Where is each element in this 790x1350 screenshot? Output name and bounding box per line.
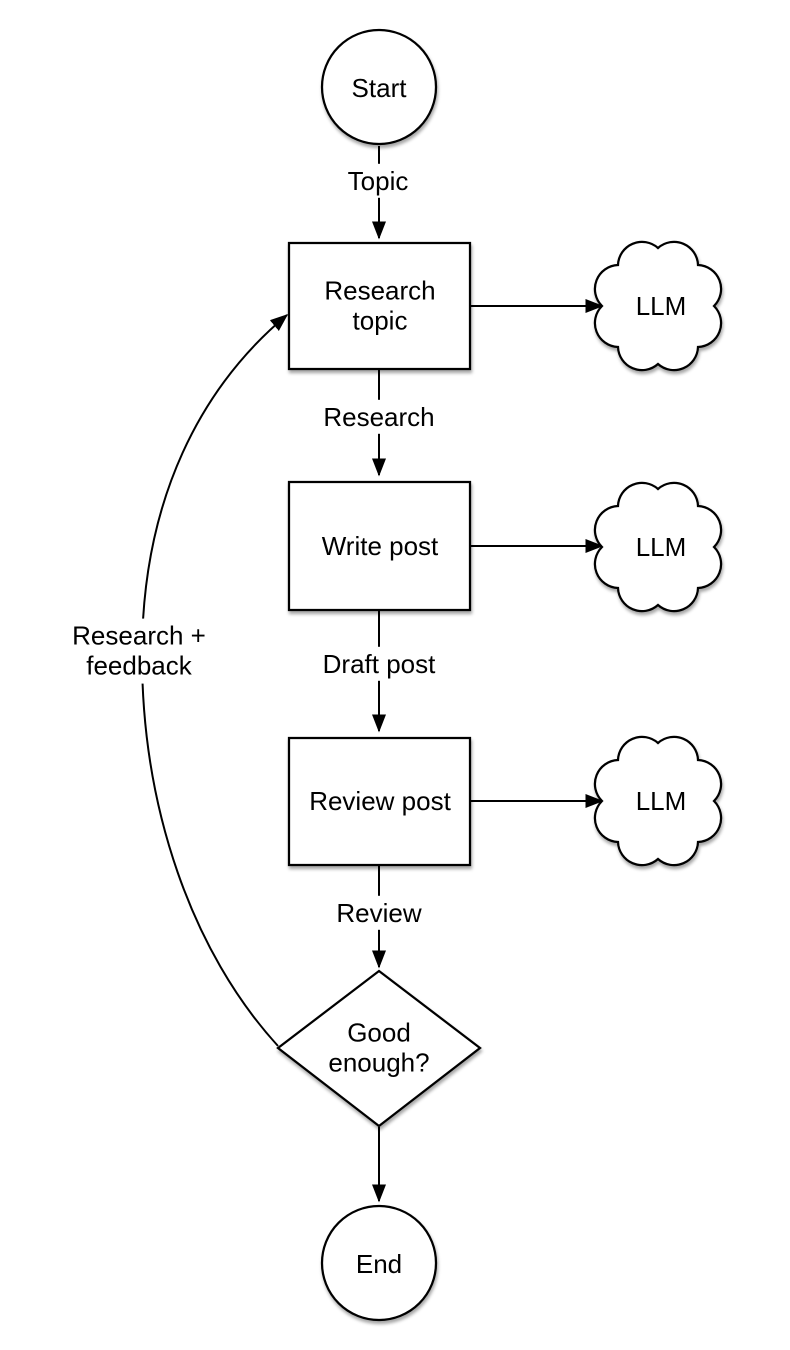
- write-post-node-label: Write post: [321, 530, 439, 561]
- edge-feedback-label: Research + feedback: [66, 618, 212, 684]
- research-topic-node-shape: [287, 241, 472, 371]
- good-enough-decision-label: Good enough?: [328, 1017, 430, 1078]
- write-post-node-shape: [287, 480, 472, 612]
- llm-cloud-label-2: LLM: [635, 531, 687, 562]
- end-node-shape: [320, 1204, 438, 1322]
- research-topic-node-label: Research topic: [324, 275, 436, 336]
- start-node-shape: [320, 28, 438, 146]
- edge-research-label: Research: [317, 399, 441, 435]
- review-post-node-shape: [287, 736, 472, 867]
- review-post-node-label: Review post: [309, 785, 451, 816]
- start-node-label: Start: [351, 72, 407, 103]
- llm-cloud-label-3: LLM: [635, 785, 687, 816]
- llm-cloud-label-1: LLM: [635, 290, 687, 321]
- edge-review-label: Review: [330, 895, 428, 931]
- end-node-label: End: [355, 1248, 403, 1279]
- edge-draft-post-label: Draft post: [316, 646, 442, 682]
- edge-topic-label: Topic: [341, 163, 415, 199]
- good-enough-decision-shape: [276, 969, 482, 1128]
